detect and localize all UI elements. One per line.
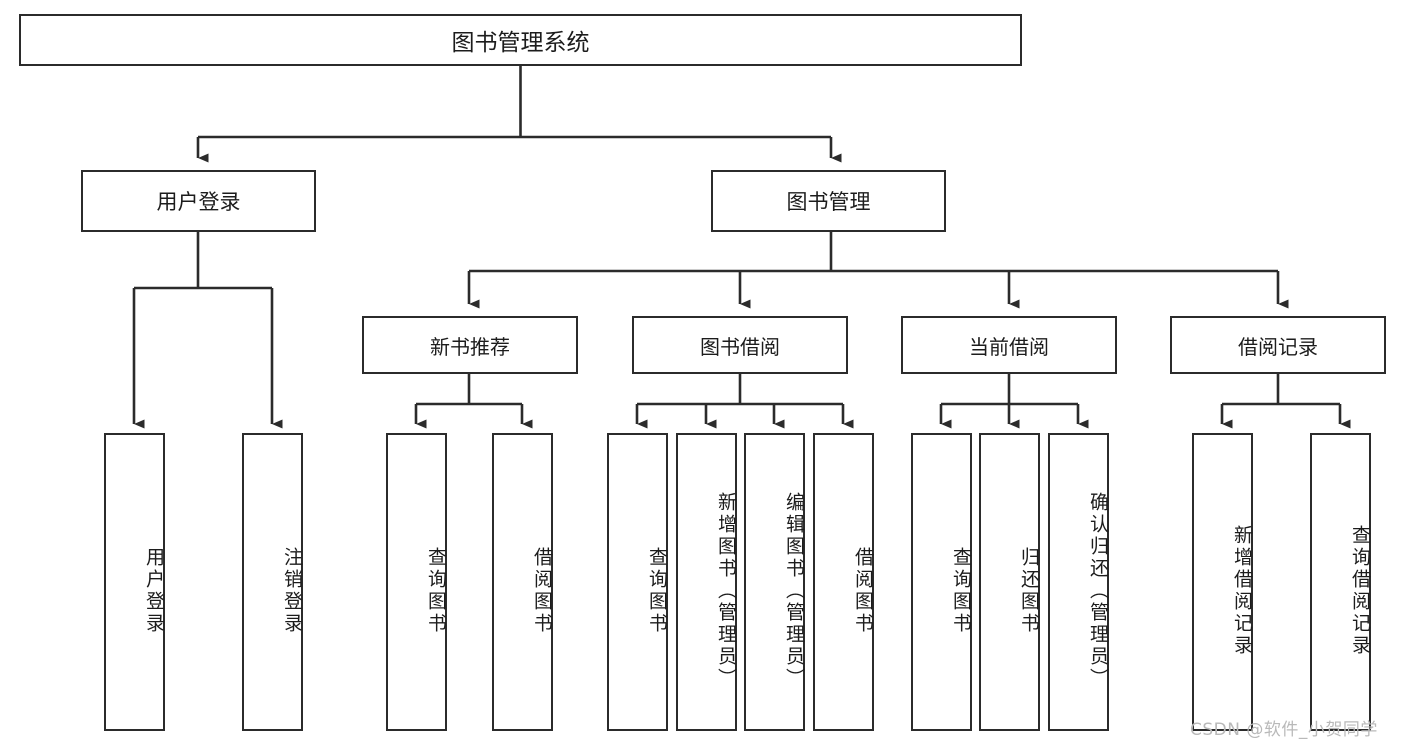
node-current-borrow-label: 当前借阅 bbox=[969, 334, 1049, 359]
leaf-label: 用户登录 bbox=[143, 547, 165, 635]
leaf-book-borrow-query-book[interactable]: 查询图书 bbox=[607, 433, 668, 731]
leaf-user-login-logout[interactable]: 注销登录 bbox=[242, 433, 303, 731]
node-book-management-label: 图书管理 bbox=[786, 190, 871, 214]
current-borrow-to-leaf-connectors bbox=[939, 374, 1089, 429]
user-login-to-leaf-connectors bbox=[132, 232, 283, 429]
node-book-management[interactable]: 图书管理 bbox=[711, 170, 946, 232]
node-user-login[interactable]: 用户登录 bbox=[81, 170, 316, 232]
leaf-label: 新增图书（管理员） bbox=[715, 492, 737, 690]
leaf-current-borrow-return-book[interactable]: 归还图书 bbox=[979, 433, 1040, 731]
book-manage-to-level2-connectors bbox=[467, 232, 1289, 309]
node-book-borrow-label: 图书借阅 bbox=[700, 334, 780, 359]
leaf-label: 注销登录 bbox=[281, 547, 303, 635]
borrow-record-to-leaf-connectors bbox=[1220, 374, 1351, 429]
node-new-book-recommend[interactable]: 新书推荐 bbox=[362, 316, 578, 374]
leaf-book-borrow-borrow-book[interactable]: 借阅图书 bbox=[813, 433, 874, 731]
leaf-book-borrow-edit-book-admin[interactable]: 编辑图书（管理员） bbox=[744, 433, 805, 731]
leaf-label: 查询图书 bbox=[646, 547, 668, 635]
leaf-new-book-borrow-book[interactable]: 借阅图书 bbox=[492, 433, 553, 731]
node-current-borrow[interactable]: 当前借阅 bbox=[901, 316, 1117, 374]
leaf-current-borrow-query-book[interactable]: 查询图书 bbox=[911, 433, 972, 731]
leaf-label: 新增借阅记录 bbox=[1231, 525, 1253, 657]
leaf-book-borrow-add-book-admin[interactable]: 新增图书（管理员） bbox=[676, 433, 737, 731]
root-to-level1-connectors bbox=[196, 66, 842, 163]
leaf-label: 编辑图书（管理员） bbox=[783, 492, 805, 690]
leaf-label: 查询借阅记录 bbox=[1349, 525, 1371, 657]
leaf-borrow-record-add-record[interactable]: 新增借阅记录 bbox=[1192, 433, 1253, 731]
book-borrow-to-leaf-connectors bbox=[635, 374, 854, 429]
leaf-label: 归还图书 bbox=[1018, 547, 1040, 635]
leaf-label: 借阅图书 bbox=[531, 547, 553, 635]
node-borrow-record-label: 借阅记录 bbox=[1238, 334, 1318, 359]
node-book-borrow[interactable]: 图书借阅 bbox=[632, 316, 848, 374]
leaf-label: 借阅图书 bbox=[852, 547, 874, 635]
leaf-current-borrow-confirm-return-admin[interactable]: 确认归还（管理员） bbox=[1048, 433, 1109, 731]
leaf-borrow-record-query-record[interactable]: 查询借阅记录 bbox=[1310, 433, 1371, 731]
leaf-label: 查询图书 bbox=[950, 547, 972, 635]
leaf-new-book-query-book[interactable]: 查询图书 bbox=[386, 433, 447, 731]
leaf-label: 查询图书 bbox=[425, 547, 447, 635]
node-user-login-label: 用户登录 bbox=[156, 190, 241, 214]
node-root-label: 图书管理系统 bbox=[451, 30, 590, 56]
leaf-label: 确认归还（管理员） bbox=[1087, 492, 1109, 690]
new-book-to-leaf-connectors bbox=[414, 374, 533, 429]
node-new-book-recommend-label: 新书推荐 bbox=[430, 334, 510, 359]
leaf-user-login-login[interactable]: 用户登录 bbox=[104, 433, 165, 731]
watermark-csdn: CSDN @软件_小贺同学 bbox=[1190, 720, 1378, 740]
node-borrow-record[interactable]: 借阅记录 bbox=[1170, 316, 1386, 374]
node-root-book-management-system[interactable]: 图书管理系统 bbox=[19, 14, 1022, 66]
